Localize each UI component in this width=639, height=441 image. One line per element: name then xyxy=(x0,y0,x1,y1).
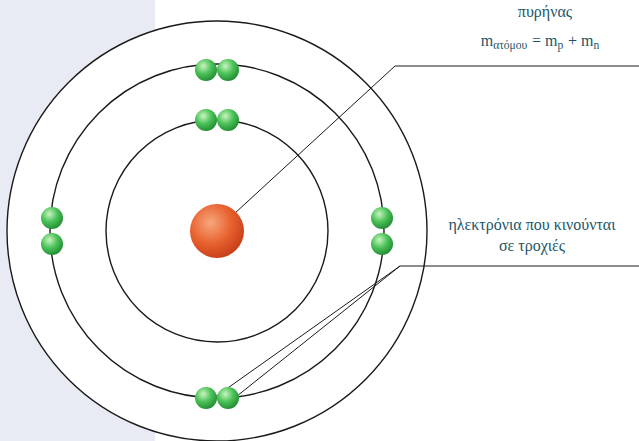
formula-symbol: = m xyxy=(532,32,557,49)
electron xyxy=(371,233,393,255)
electron xyxy=(217,387,239,409)
electron xyxy=(195,59,217,81)
electron xyxy=(41,233,63,255)
electron xyxy=(41,207,63,229)
formula-subscript: p xyxy=(557,39,563,51)
inner-orbit xyxy=(106,120,328,342)
nucleus-label: πυρήνας xyxy=(518,3,572,20)
electron-leader xyxy=(208,266,400,402)
nucleus-label: πυρήνας xyxy=(470,2,620,23)
middle-orbit xyxy=(50,64,384,398)
nucleus-leader xyxy=(234,66,639,214)
electron xyxy=(371,207,393,229)
formula-subscript: ατόμου xyxy=(493,39,527,51)
nucleus xyxy=(190,204,244,258)
mass-formula: mατόμου = mp + mn xyxy=(440,31,639,53)
electrons-label: ηλεκτρόνια που κινούνται σε τροχιές xyxy=(448,215,616,257)
electron-leader xyxy=(232,266,639,400)
electron xyxy=(195,387,217,409)
electrons xyxy=(41,59,393,409)
electron xyxy=(217,59,239,81)
electron xyxy=(217,109,239,131)
electrons-label: ηλεκτρόνια που κινούνται σε τροχιές xyxy=(448,216,615,254)
formula-symbol: m xyxy=(481,32,493,49)
formula-symbol: + m xyxy=(568,32,593,49)
orbits xyxy=(7,21,427,441)
outer-orbit xyxy=(7,21,427,441)
leader-lines xyxy=(208,66,639,402)
formula-subscript: n xyxy=(594,39,600,51)
electron xyxy=(195,109,217,131)
